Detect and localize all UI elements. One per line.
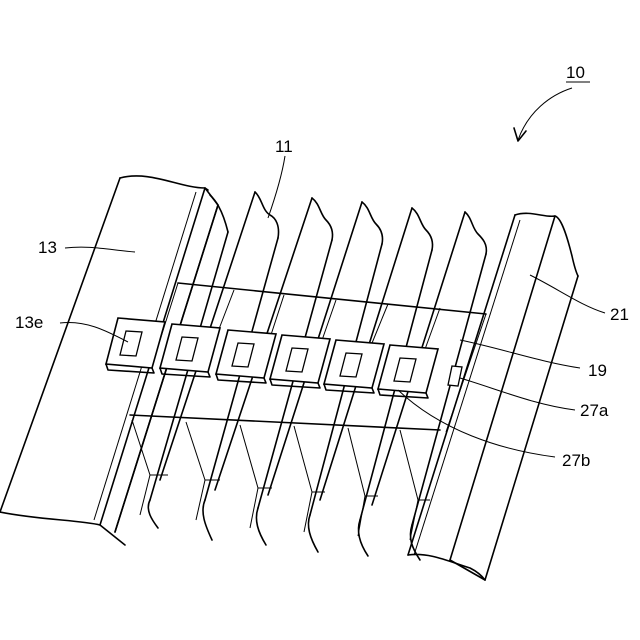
label-11: 11 — [275, 137, 293, 156]
tab-5 — [324, 340, 384, 393]
leader-13 — [65, 247, 135, 252]
leader-11 — [268, 156, 285, 218]
tab-4 — [270, 335, 330, 388]
tab-27b — [378, 345, 438, 398]
leader-27a — [460, 378, 575, 410]
label-10: 10 — [566, 63, 585, 82]
leader-21 — [530, 275, 605, 313]
tab-13e — [106, 318, 165, 373]
leader-27b — [398, 390, 555, 457]
label-27a: 27a — [580, 401, 609, 420]
tab-2 — [160, 324, 220, 377]
label-27b: 27b — [562, 451, 590, 470]
tab-3 — [216, 330, 276, 383]
right-side-plate — [408, 213, 578, 580]
fin-bends — [132, 420, 430, 540]
label-19: 19 — [588, 361, 607, 380]
leader-10 — [518, 88, 572, 140]
leader-lines — [60, 88, 605, 457]
label-21: 21 — [610, 305, 629, 324]
label-13e: 13e — [15, 313, 43, 332]
label-13: 13 — [38, 238, 57, 257]
tab-27a — [448, 366, 462, 386]
tab-row — [106, 318, 462, 398]
